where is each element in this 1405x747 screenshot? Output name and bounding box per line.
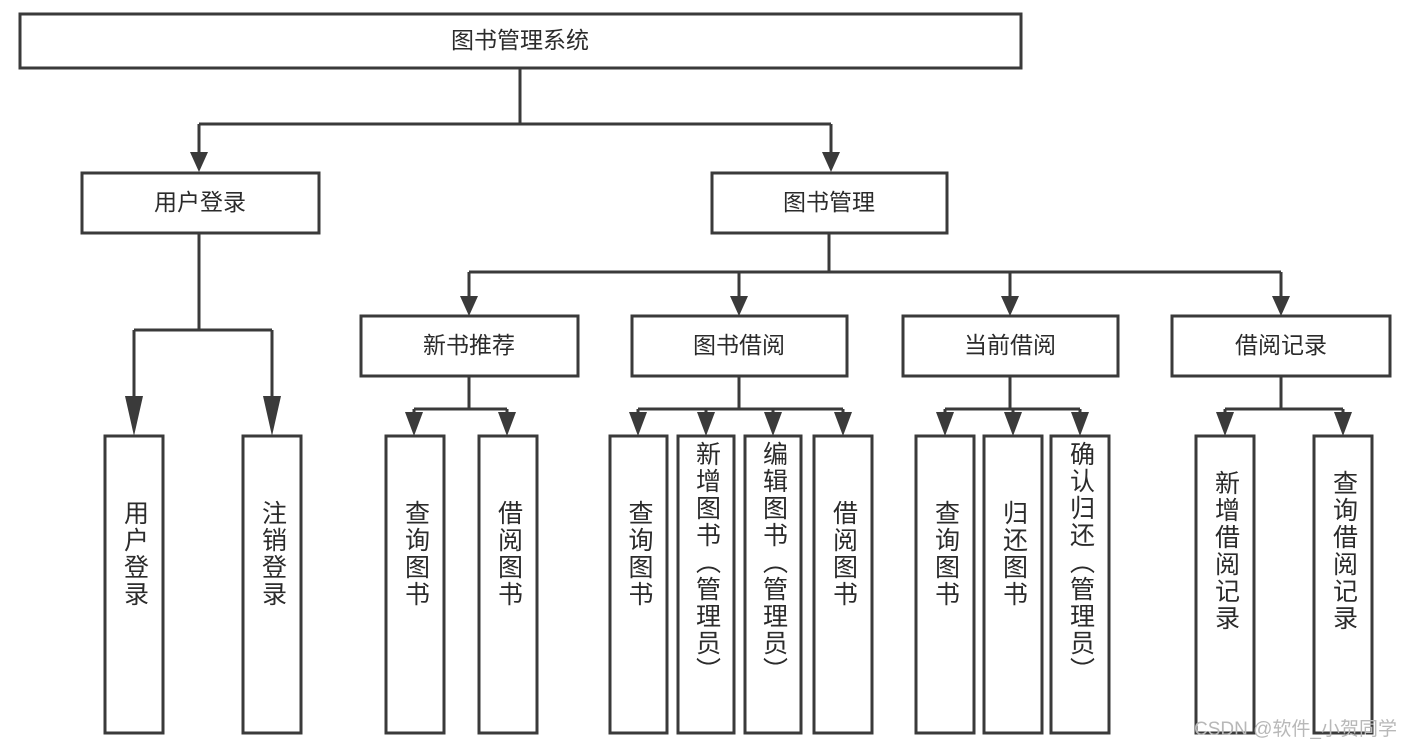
connector-borrow-record-to-leaves xyxy=(1216,376,1352,436)
node-current-borrow[interactable]: 当前借阅 xyxy=(901,314,1120,378)
leaf-box-query-book-1[interactable] xyxy=(384,434,446,735)
node-new-book-recommend-label: 新书推荐 xyxy=(423,332,515,358)
arrow-head-icon xyxy=(460,296,478,316)
arrow-head-icon xyxy=(498,412,516,436)
leaf-box-confirm-return-admin[interactable] xyxy=(1049,434,1111,735)
leaf-box-query-borrow-record[interactable] xyxy=(1312,434,1374,735)
node-book-manage[interactable]: 图书管理 xyxy=(710,171,949,235)
connector-current-borrow-to-leaves xyxy=(936,376,1089,436)
watermark-text: CSDN @软件_小贺同学 xyxy=(1194,719,1397,740)
arrow-head-icon xyxy=(1216,412,1234,436)
arrow-head-icon xyxy=(1001,296,1019,316)
leaf-box-edit-book-admin[interactable] xyxy=(743,434,803,735)
arrow-head-icon xyxy=(125,396,143,436)
arrow-head-icon xyxy=(1004,412,1022,436)
leaf-box-borrow-book-2[interactable] xyxy=(812,434,874,735)
node-root-system-label: 图书管理系统 xyxy=(451,27,589,53)
node-new-book-recommend[interactable]: 新书推荐 xyxy=(359,314,580,378)
leaf-box-user-login[interactable] xyxy=(103,434,165,735)
arrow-head-icon xyxy=(1334,412,1352,436)
leaf-box-query-book-2[interactable] xyxy=(608,434,669,735)
connector-root-to-level2 xyxy=(190,69,840,172)
node-borrow-record[interactable]: 借阅记录 xyxy=(1170,314,1392,378)
arrow-head-icon xyxy=(405,412,423,436)
connector-book-borrow-to-leaves xyxy=(629,376,852,436)
node-current-borrow-label: 当前借阅 xyxy=(964,332,1056,358)
arrow-head-icon xyxy=(629,412,647,436)
connector-book-manage-to-level3 xyxy=(460,233,1290,316)
arrow-head-icon xyxy=(697,412,715,436)
node-root-system[interactable]: 图书管理系统 xyxy=(18,12,1023,70)
arrow-head-icon xyxy=(822,152,840,172)
leaf-box-logout[interactable] xyxy=(241,434,303,735)
arrow-head-icon xyxy=(730,296,748,316)
connector-new-book-to-leaves xyxy=(405,376,516,436)
node-book-borrow[interactable]: 图书借阅 xyxy=(630,314,849,378)
node-book-manage-label: 图书管理 xyxy=(783,189,875,215)
arrow-head-icon xyxy=(1272,296,1290,316)
leaf-box-add-book-admin[interactable] xyxy=(676,434,736,735)
node-borrow-record-label: 借阅记录 xyxy=(1235,332,1327,358)
leaf-box-return-book[interactable] xyxy=(982,434,1044,735)
arrow-head-icon xyxy=(764,412,782,436)
connector-user-login-to-leaves xyxy=(125,233,281,436)
arrow-head-icon xyxy=(834,412,852,436)
leaf-box-query-book-3[interactable] xyxy=(914,434,976,735)
node-book-borrow-label: 图书借阅 xyxy=(693,332,785,358)
arrow-head-icon xyxy=(263,396,281,436)
arrow-head-icon xyxy=(1071,412,1089,436)
leaf-box-add-borrow-record[interactable] xyxy=(1194,434,1256,735)
node-user-login-label: 用户登录 xyxy=(154,189,246,215)
arrow-head-icon xyxy=(190,152,208,172)
leaf-box-borrow-book-1[interactable] xyxy=(477,434,539,735)
arrow-head-icon xyxy=(936,412,954,436)
node-user-login[interactable]: 用户登录 xyxy=(80,171,321,235)
